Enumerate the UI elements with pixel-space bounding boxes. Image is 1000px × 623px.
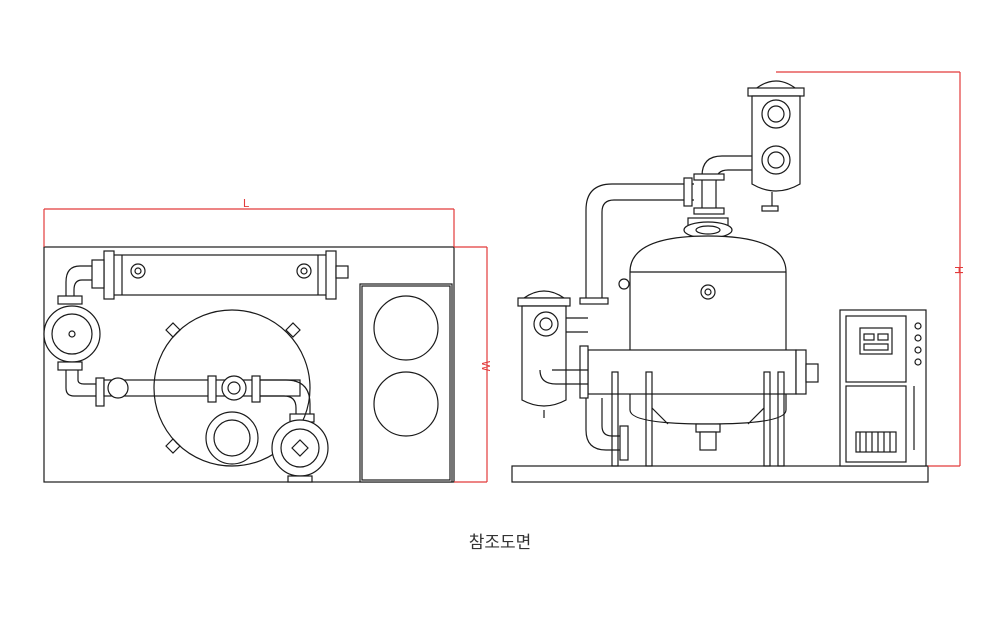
- cooling-unit-plan: [359, 283, 453, 483]
- drawing-caption: 참조도면: [468, 533, 532, 553]
- middle-pipe: [103, 375, 315, 423]
- dimension-l-label: L: [243, 197, 250, 210]
- dimension-w: W: [454, 246, 492, 483]
- dimension-l: L: [43, 197, 455, 247]
- dimension-w-label: W: [479, 361, 492, 372]
- riser-pipe: [579, 155, 752, 305]
- horizontal-vessel: [91, 250, 349, 300]
- bottom-flanges: [205, 411, 329, 483]
- left-pipe-loop: [43, 265, 105, 407]
- elevation-view: H: [511, 71, 965, 483]
- cooling-unit: [839, 309, 927, 467]
- down-pipe: [585, 398, 629, 461]
- vent-grille: [855, 431, 897, 453]
- top-separator: [747, 80, 805, 212]
- plan-view: L W: [43, 197, 492, 483]
- main-tank: [618, 217, 787, 451]
- horizontal-drum: [579, 345, 819, 399]
- left-separator: [517, 290, 588, 418]
- big-tank-plan: [153, 309, 311, 467]
- dimension-h: H: [776, 71, 965, 467]
- base-plate: [511, 465, 929, 483]
- plan-frame: [43, 246, 455, 483]
- dimension-h-label: H: [952, 266, 965, 274]
- tank-legs: [611, 371, 785, 467]
- control-panel-display: [859, 327, 893, 355]
